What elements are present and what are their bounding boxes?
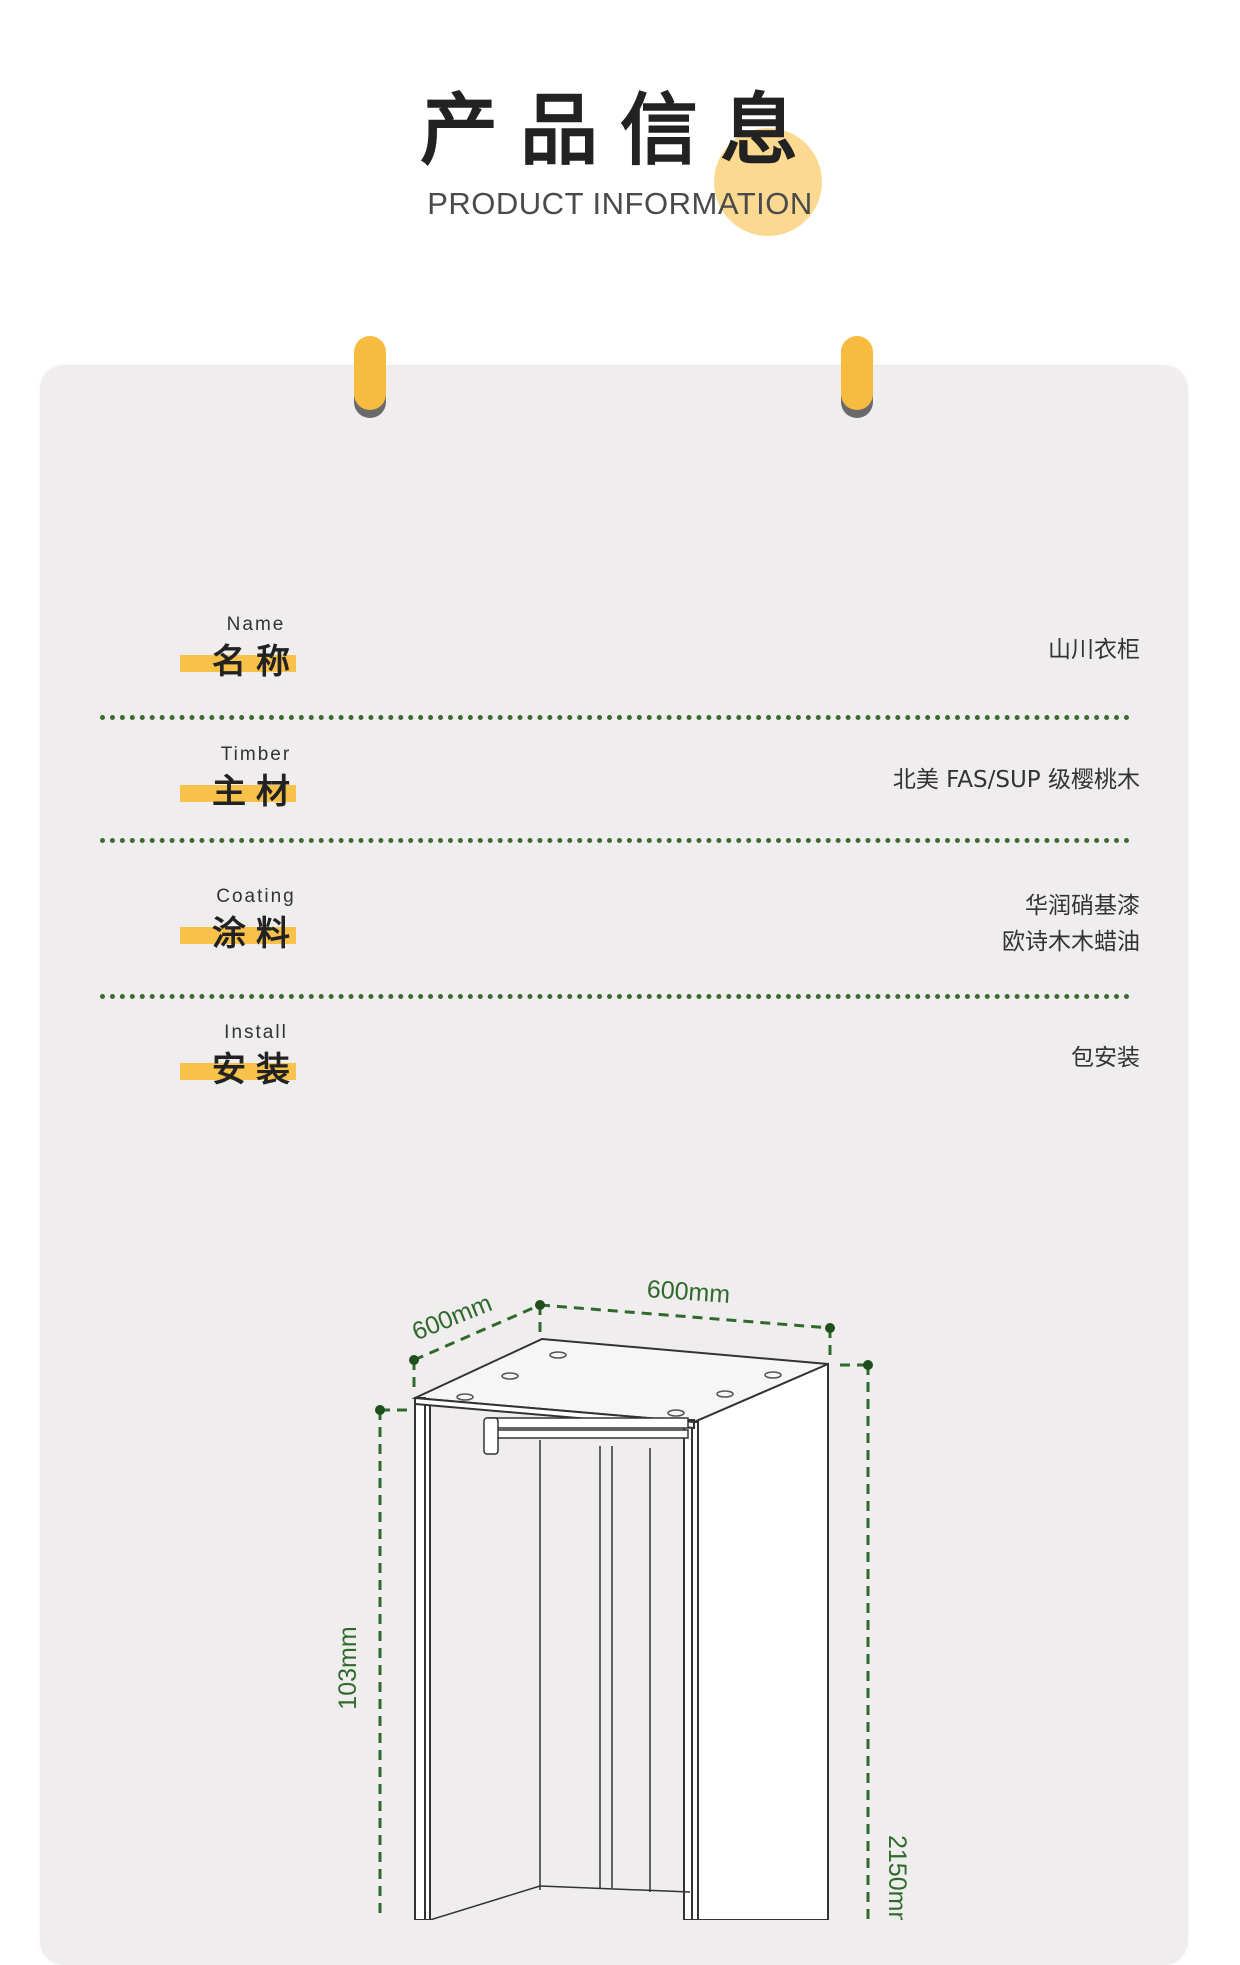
decorative-circle [714,128,822,236]
row-value: 华润硝基漆 [1025,893,1140,919]
page-subtitle: PRODUCT INFORMATION [427,186,813,221]
total-height-dimension-label: 2150mm [883,1835,911,1920]
row-label-en: Name [226,614,286,635]
wardrobe-outline [411,1337,829,1920]
row-label-cn: 主材 [212,772,300,812]
dotted-divider [100,715,1130,720]
page-header: 产品信息 PRODUCT INFORMATION [0,0,1240,260]
info-row-coating: Coating 涂料 华润硝基漆 欧诗木木蜡油 [100,882,1140,982]
row-label-en: Install [224,1022,288,1043]
label-highlight [180,785,296,802]
row-label-cn: 名称 [212,642,300,682]
label-highlight [180,927,296,944]
binder-clip-left-icon [354,336,386,418]
screw-holes [456,1351,782,1417]
page-title: 产品信息 [419,86,820,176]
wardrobe-dimension-drawing: 600mm 600mm 103mm 2150mm [334,1275,911,1920]
row-label-en: Timber [220,744,292,765]
dotted-divider [100,838,1130,843]
dotted-divider [100,994,1130,999]
wardrobe-interior [429,1417,691,1920]
dimension-lines [378,1303,870,1920]
depth-dimension-label: 600mm [408,1289,496,1346]
info-row-name: Name 名称 山川衣柜 [100,610,1140,690]
info-row-install: Install 安装 包安装 [100,1018,1140,1098]
binder-clip-right-icon [841,336,873,418]
row-label-cn: 涂料 [212,914,300,954]
info-card [40,365,1188,1965]
width-dimension-label: 600mm [646,1275,731,1309]
info-row-timber: Timber 主材 北美 FAS/SUP 级樱桃木 [100,740,1140,820]
label-highlight [180,1063,296,1080]
row-value: 山川衣柜 [1048,637,1140,663]
label-highlight [180,655,296,672]
row-label-cn: 安装 [212,1050,300,1090]
row-value: 北美 FAS/SUP 级樱桃木 [892,767,1140,793]
row-value: 欧诗木木蜡油 [1002,929,1140,955]
row-label-en: Coating [216,886,296,907]
height-dimension-label: 103mm [334,1626,362,1709]
dimension-endpoints [375,1300,873,1415]
row-value: 包安装 [1071,1045,1140,1071]
